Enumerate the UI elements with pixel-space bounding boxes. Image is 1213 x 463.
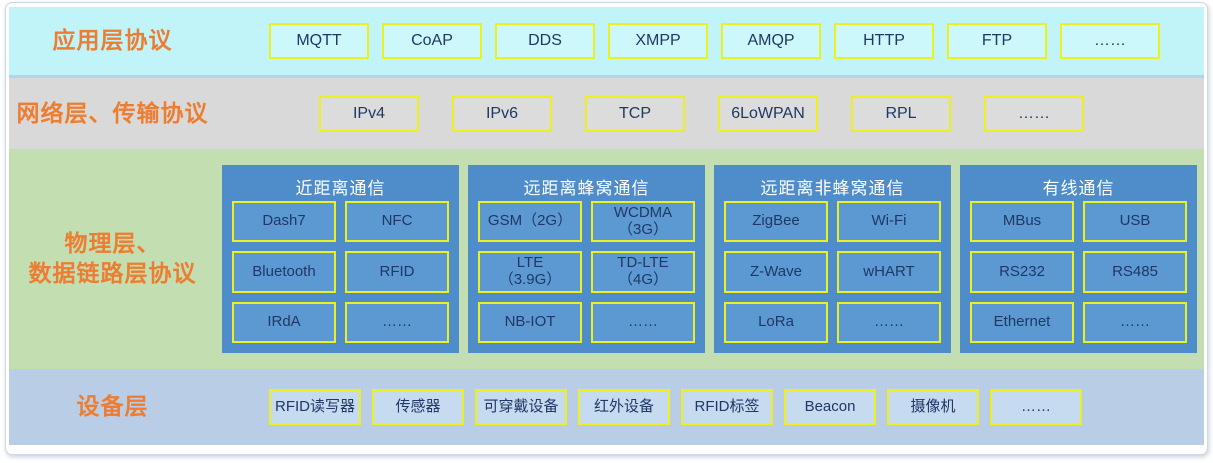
protocol-box: RS232 xyxy=(970,251,1074,293)
protocol-box: Bluetooth xyxy=(232,251,336,293)
protocol-box: RS485 xyxy=(1083,251,1187,293)
protocol-box: 可穿戴设备 xyxy=(475,389,567,425)
protocol-box: RFID标签 xyxy=(681,389,773,425)
protocol-box: USB xyxy=(1083,201,1187,243)
protocol-box: TD-LTE （4G） xyxy=(591,251,695,293)
protocol-box: 6LoWPAN xyxy=(718,95,818,132)
protocol-box: IRdA xyxy=(232,301,336,343)
protocol-box: Ethernet xyxy=(970,301,1074,343)
comm-group-title: 近距离通信 xyxy=(295,178,386,198)
protocol-box: MQTT xyxy=(269,23,369,59)
protocol-box: ZigBee xyxy=(724,201,828,243)
comm-group-title: 远距离蜂窝通信 xyxy=(523,178,650,198)
protocol-box: MBus xyxy=(970,201,1074,243)
protocol-box: NB-IOT xyxy=(478,301,582,343)
protocol-box: GSM（2G） xyxy=(478,201,582,243)
comm-group: 远距离蜂窝通信 GSM（2G）WCDMA （3G）LTE （3.9G）TD-LTE… xyxy=(468,165,705,353)
stack-card: 应用层协议 MQTT CoAP DDS XMPP AMQP HTTP FTP …… 网络层、传… xyxy=(5,2,1208,455)
protocol-box: DDS xyxy=(495,23,595,59)
protocol-box: XMPP xyxy=(608,23,708,59)
protocol-box: NFC xyxy=(345,201,449,243)
protocol-box: RFID读写器 xyxy=(269,389,361,425)
protocol-box: FTP xyxy=(947,23,1047,59)
protocol-box: 摄像机 xyxy=(887,389,979,425)
protocol-box: 传感器 xyxy=(372,389,464,425)
protocol-box: RFID xyxy=(345,251,449,293)
protocol-box: wHART xyxy=(837,251,941,293)
protocol-box: …… xyxy=(345,301,449,343)
protocol-box: LTE （3.9G） xyxy=(478,251,582,293)
protocol-box: …… xyxy=(984,95,1084,132)
comm-group-title: 远距离非蜂窝通信 xyxy=(760,178,905,198)
protocol-box: …… xyxy=(1083,301,1187,343)
protocol-box: …… xyxy=(591,301,695,343)
protocol-box: HTTP xyxy=(834,23,934,59)
layer-application-items: MQTT CoAP DDS XMPP AMQP HTTP FTP …… xyxy=(269,23,1160,59)
protocol-box: AMQP xyxy=(721,23,821,59)
protocol-box: …… xyxy=(990,389,1082,425)
protocol-box: TCP xyxy=(585,95,685,132)
layer-network-transport-items: IPv4 IPv6 TCP 6LoWPAN RPL …… xyxy=(319,95,1084,132)
protocol-box: LoRa xyxy=(724,301,828,343)
protocol-box: 红外设备 xyxy=(578,389,670,425)
protocol-box: RPL xyxy=(851,95,951,132)
layer-physical-datalink-label: 物理层、 数据链路层协议 xyxy=(28,230,197,286)
layer-device-label: 设备层 xyxy=(76,393,149,420)
layer-network-transport: 网络层、传输协议 IPv4 IPv6 TCP 6LoWPAN RPL …… xyxy=(9,78,1204,149)
layer-application: 应用层协议 MQTT CoAP DDS XMPP AMQP HTTP FTP …… xyxy=(9,7,1204,78)
protocol-box: Dash7 xyxy=(232,201,336,243)
layer-device-items: RFID读写器传感器可穿戴设备红外设备 RFID标签 Beacon 摄像机 …… xyxy=(269,389,1082,425)
protocol-box: Wi-Fi xyxy=(837,201,941,243)
comm-group-grid: GSM（2G）WCDMA （3G）LTE （3.9G）TD-LTE （4G）NB… xyxy=(478,201,695,343)
protocol-box: Beacon xyxy=(784,389,876,425)
protocol-box: IPv6 xyxy=(452,95,552,132)
protocol-box: …… xyxy=(1060,23,1160,59)
layer-application-label: 应用层协议 xyxy=(52,27,173,54)
protocol-box: CoAP xyxy=(382,23,482,59)
comm-group-title: 有线通信 xyxy=(1042,178,1115,198)
protocol-box: Z-Wave xyxy=(724,251,828,293)
protocol-box: WCDMA （3G） xyxy=(591,201,695,243)
layer-device: 设备层 RFID读写器传感器可穿戴设备红外设备 RFID标签 Beacon 摄像机 …… xyxy=(9,369,1204,445)
protocol-box: …… xyxy=(837,301,941,343)
protocol-box: IPv4 xyxy=(319,95,419,132)
layer-network-transport-label: 网络层、传输协议 xyxy=(16,99,209,126)
